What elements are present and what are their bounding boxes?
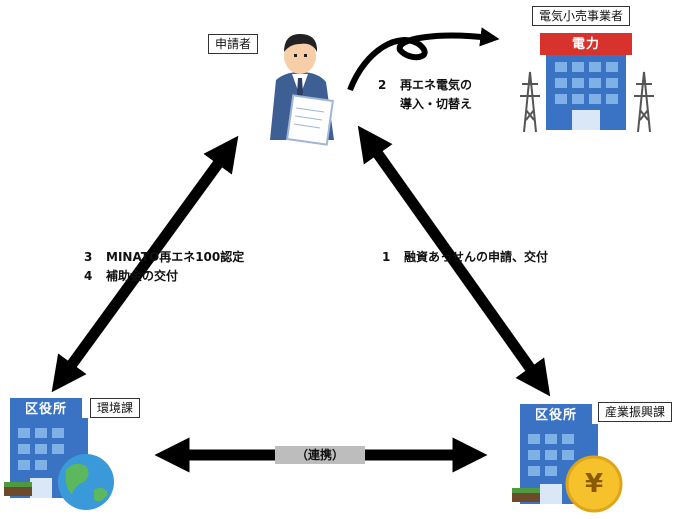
- step-3-label: 3 MINATO再エネ100認定: [84, 248, 244, 267]
- link-band: [275, 446, 365, 464]
- step-2-line2: 導入・切替え: [400, 97, 473, 111]
- applicant-label: 申請者: [208, 34, 259, 54]
- step-4-number: 4: [84, 269, 93, 283]
- person-with-document-icon: [270, 34, 334, 146]
- transmission-tower-icon: [520, 71, 654, 133]
- step-4-label: 4 補助金の交付: [84, 267, 178, 286]
- step-1-number: 1: [382, 250, 391, 264]
- step-3-text: MINATO再エネ100認定: [106, 250, 245, 264]
- power-sign: 電力: [571, 37, 600, 52]
- yen-coin-icon: [565, 455, 623, 513]
- globe-icon: [58, 454, 114, 510]
- arrow-applicant-industry: [357, 125, 551, 397]
- step-3-number: 3: [84, 250, 93, 264]
- ward-sign-right: 区役所: [520, 406, 592, 426]
- step-1-text: 融資あっせんの申請、交付: [404, 250, 549, 264]
- environment-label: 環境課: [90, 398, 141, 418]
- step-4-text: 補助金の交付: [106, 269, 179, 283]
- step-2-label: 2 再エネ電気の 導入・切替え: [378, 76, 472, 114]
- yen-symbol: ¥: [584, 469, 604, 499]
- step-1-label: 1 融資あっせんの申請、交付: [382, 248, 548, 267]
- arrow-applicant-environment: [51, 135, 239, 393]
- ward-sign-left: 区役所: [10, 400, 82, 420]
- power-company-building-icon: [540, 33, 632, 130]
- step-2-number: 2: [378, 78, 387, 92]
- link-label: （連携）: [295, 448, 344, 462]
- retailer-label: 電気小売事業者: [532, 6, 631, 26]
- arrow-applicant-retailer: [347, 27, 500, 92]
- step-2-line1: 再エネ電気の: [400, 78, 473, 92]
- industry-label: 産業振興課: [598, 402, 673, 422]
